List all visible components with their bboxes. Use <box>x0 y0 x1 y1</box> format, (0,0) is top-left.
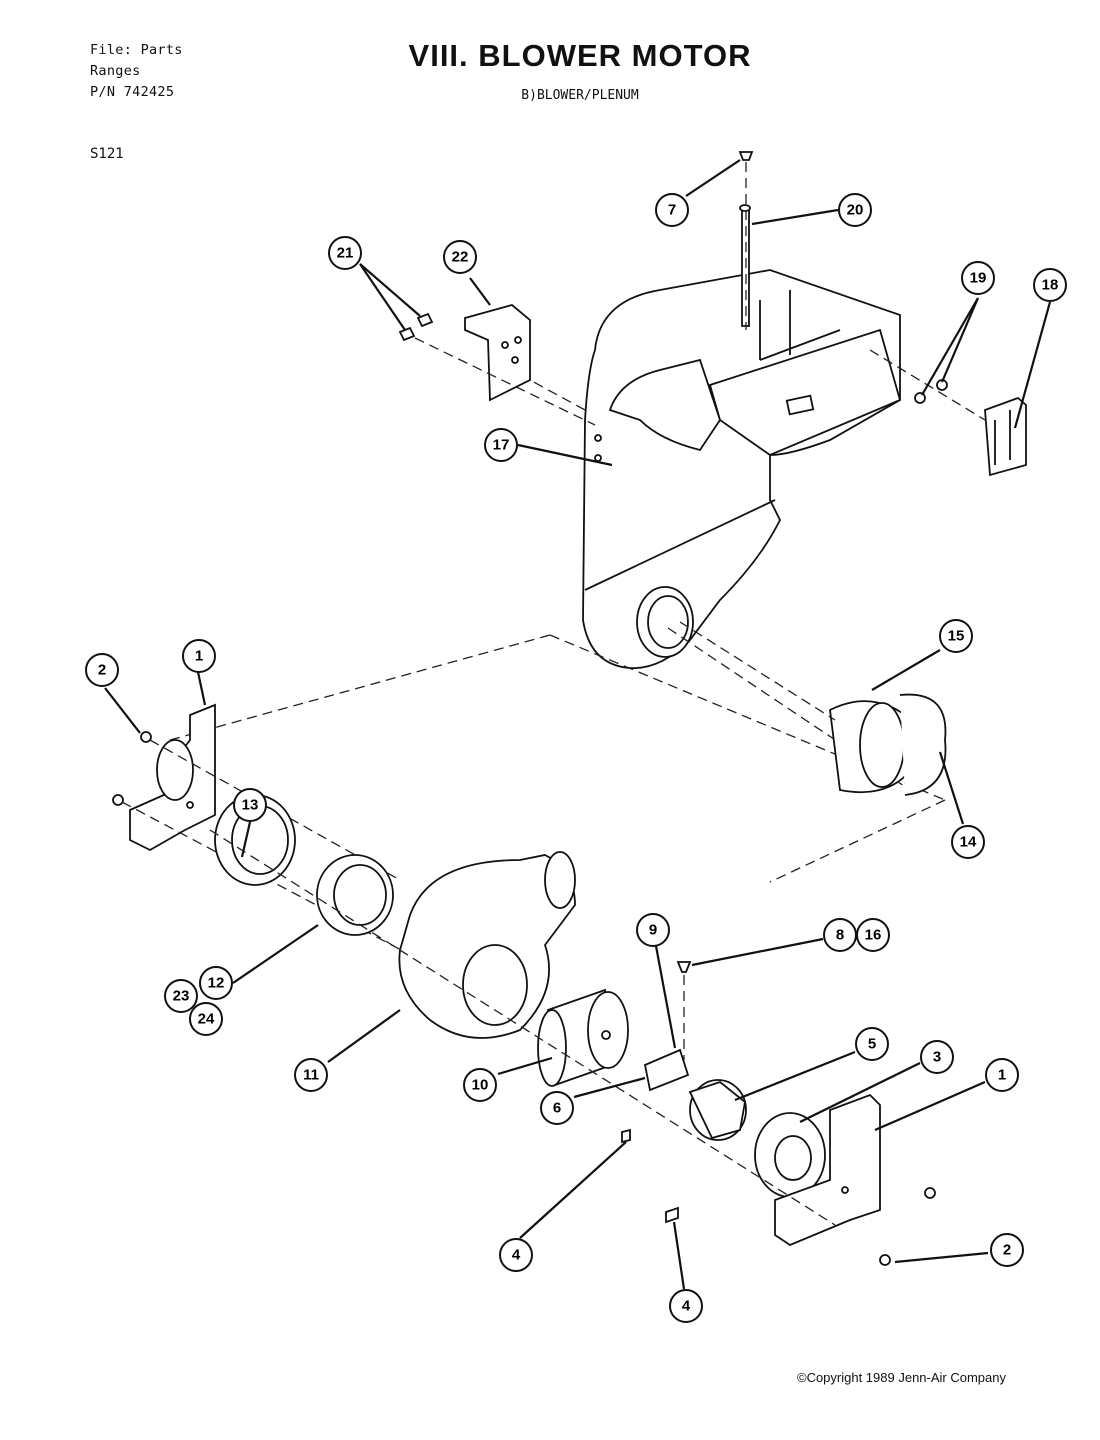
svg-text:12: 12 <box>208 975 225 992</box>
copyright-notice: ©Copyright 1989 Jenn-Air Company <box>796 1370 1006 1385</box>
motor-mount-part-9 <box>643 1048 690 1092</box>
plenum-housing <box>582 269 902 669</box>
callout-16: 16 <box>856 918 890 952</box>
callout-7: 7 <box>655 193 689 227</box>
screws-part-4 <box>621 1128 679 1224</box>
callout-2-right: 2 <box>990 1233 1024 1267</box>
svg-text:6: 6 <box>553 1100 561 1117</box>
svg-text:15: 15 <box>948 628 965 645</box>
svg-text:1: 1 <box>998 1067 1006 1084</box>
callout-24: 24 <box>189 1002 223 1036</box>
part-number-line: P/N 742425 <box>90 84 175 100</box>
screws-part-21 <box>398 312 596 426</box>
bracket-left-part-1 <box>129 703 216 852</box>
bracket-part-18 <box>984 396 1027 477</box>
blower-housing-part-11 <box>398 851 576 1039</box>
file-line: File: Parts <box>90 42 183 58</box>
bracket-part-22 <box>464 304 531 402</box>
file-info: File: Parts Ranges P/N 742425 <box>90 40 183 103</box>
callout-12: 12 <box>199 966 233 1000</box>
callout-9: 9 <box>636 913 670 947</box>
screw-part-8 <box>676 961 692 1060</box>
svg-text:11: 11 <box>303 1067 319 1084</box>
svg-text:2: 2 <box>98 662 106 679</box>
svg-text:7: 7 <box>668 202 676 219</box>
callout-4-right: 4 <box>669 1289 703 1323</box>
callout-15: 15 <box>939 619 973 653</box>
svg-text:23: 23 <box>173 988 190 1005</box>
svg-text:20: 20 <box>847 202 864 219</box>
callout-23: 23 <box>164 979 198 1013</box>
sheet-code: S121 <box>90 146 124 162</box>
svg-text:4: 4 <box>512 1247 521 1264</box>
callout-14: 14 <box>951 825 985 859</box>
callout-2-left: 2 <box>85 653 119 687</box>
callout-1-left: 1 <box>182 639 216 673</box>
clamp-ring-part-13 <box>214 794 296 886</box>
svg-text:10: 10 <box>472 1077 489 1094</box>
page-title: VIII. BLOWER MOTOR <box>408 38 752 73</box>
svg-text:3: 3 <box>933 1049 941 1066</box>
callout-20: 20 <box>838 193 872 227</box>
motor-plate-part-3 <box>754 1112 826 1198</box>
callout-10: 10 <box>463 1068 497 1102</box>
svg-text:18: 18 <box>1042 277 1059 294</box>
callout-1-right: 1 <box>985 1058 1019 1092</box>
svg-text:13: 13 <box>242 797 259 814</box>
svg-text:21: 21 <box>337 245 354 262</box>
callout-22: 22 <box>443 240 477 274</box>
callout-17: 17 <box>484 428 518 462</box>
callout-21: 21 <box>328 236 362 270</box>
callout-8: 8 <box>823 918 857 952</box>
svg-text:1: 1 <box>195 648 203 665</box>
svg-text:24: 24 <box>198 1011 215 1028</box>
svg-text:2: 2 <box>1003 1242 1011 1259</box>
page-subtitle: B)BLOWER/PLENUM <box>521 88 639 103</box>
blower-wheel-part-10 <box>537 988 629 1087</box>
svg-text:16: 16 <box>865 927 882 944</box>
svg-text:9: 9 <box>649 922 657 939</box>
clamp-ring-part-12 <box>316 854 394 936</box>
callout-3: 3 <box>920 1040 954 1074</box>
callout-13: 13 <box>233 788 267 822</box>
svg-text:17: 17 <box>493 437 510 454</box>
callout-18: 18 <box>1033 268 1067 302</box>
hose-clamp-part-14 <box>899 693 947 796</box>
callout-19: 19 <box>961 261 995 295</box>
bracket-right-part-1 <box>774 1093 881 1247</box>
nuts-right-part-2 <box>879 1187 936 1266</box>
svg-text:4: 4 <box>682 1298 691 1315</box>
rod-part-20 <box>739 204 751 327</box>
svg-text:14: 14 <box>960 834 977 851</box>
callout-11: 11 <box>294 1058 328 1092</box>
leader-lines <box>104 159 1052 1290</box>
svg-text:8: 8 <box>836 927 844 944</box>
callout-6: 6 <box>540 1091 574 1125</box>
motor-part-5 <box>688 1079 747 1141</box>
callout-4-left: 4 <box>499 1238 533 1272</box>
group-line: Ranges <box>90 63 141 79</box>
svg-text:5: 5 <box>868 1036 876 1053</box>
callout-5: 5 <box>855 1027 889 1061</box>
flex-duct-part-15 <box>829 700 916 794</box>
svg-text:19: 19 <box>970 270 987 287</box>
screw-part-7 <box>738 151 754 330</box>
svg-text:22: 22 <box>452 249 469 266</box>
